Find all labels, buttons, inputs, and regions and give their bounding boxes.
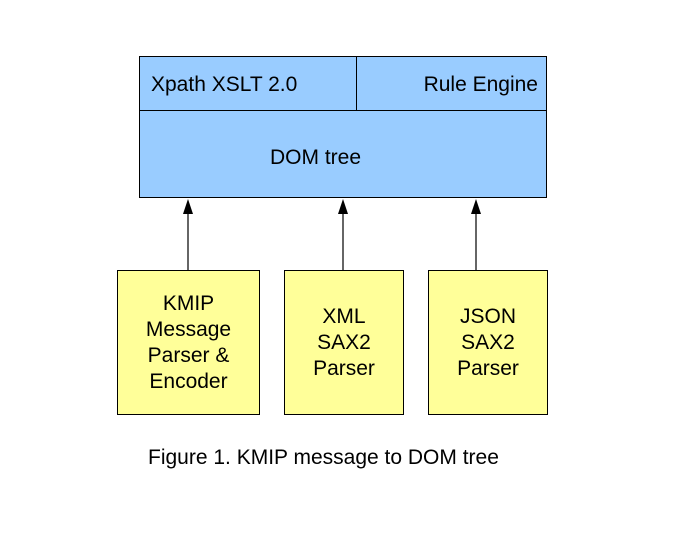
xpath-xslt-label: Xpath XSLT 2.0 [151, 73, 298, 96]
dom-tree-cell: DOM tree [140, 111, 546, 197]
dom-tree-label: DOM tree [270, 146, 362, 169]
xml-to-dom-arrow [338, 199, 348, 270]
kmip-parser-label: KMIP Message Parser & Encoder [145, 291, 232, 393]
xml-parser-label: XML SAX2 Parser [313, 304, 375, 380]
figure-caption: Figure 1. KMIP message to DOM tree [148, 446, 499, 469]
json-to-dom-arrow [471, 199, 481, 270]
json-parser-label: JSON SAX2 Parser [457, 304, 519, 380]
xpath-xslt-cell: Xpath XSLT 2.0 [140, 57, 357, 110]
top-row: Xpath XSLT 2.0 Rule Engine [140, 57, 546, 111]
rule-engine-label: Rule Engine [423, 73, 538, 96]
processing-stack-box: Xpath XSLT 2.0 Rule Engine DOM tree [139, 56, 547, 198]
json-parser-box: JSON SAX2 Parser [428, 270, 548, 415]
rule-engine-cell: Rule Engine [357, 57, 546, 110]
kmip-to-dom-arrow [183, 199, 193, 270]
kmip-parser-box: KMIP Message Parser & Encoder [117, 270, 260, 415]
xml-parser-box: XML SAX2 Parser [284, 270, 404, 415]
